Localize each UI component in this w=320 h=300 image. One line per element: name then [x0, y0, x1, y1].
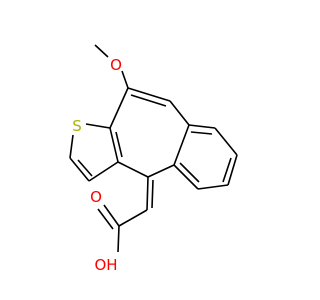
- bond-c2-c3-thiophene-double: [77, 159, 93, 177]
- methoxy-oxygen-label: O: [110, 56, 122, 74]
- bond-benzene-1-double: [190, 131, 213, 135]
- bond-c1-c2-double: [130, 94, 167, 107]
- bond-ch-carboxyl: [118, 209, 148, 227]
- bond-benzene-6: [173, 124, 190, 166]
- bond-lines: [69, 44, 238, 253]
- bond-c3a-c7a-double: [115, 131, 123, 158]
- bond-exocyclic-double: [146, 176, 149, 211]
- bond-carbonyl-double-inner: [97, 208, 114, 230]
- bond-c1-thiophene: [109, 87, 129, 129]
- molecule-structure: O S O OH: [69, 44, 238, 274]
- bond-c2-c3-thiophene: [69, 157, 90, 182]
- bond-thiophene-fused: [109, 127, 119, 163]
- bond-benzene-5-double: [179, 162, 200, 183]
- bond-methyl-o: [94, 44, 109, 58]
- bond-benzene-4: [197, 184, 229, 190]
- bond-thiophene-c-exo: [117, 161, 149, 178]
- bond-c3-c3a: [88, 161, 119, 182]
- bond-c-oh: [117, 225, 120, 253]
- thiophene-sulfur-label: S: [72, 117, 82, 135]
- bond-benzene-1: [188, 124, 216, 129]
- bond-c7a-s: [85, 123, 111, 129]
- bond-c-exo-benzene: [147, 164, 175, 178]
- bond-exocyclic-double-inner: [151, 179, 154, 209]
- bond-carbonyl-double: [103, 204, 120, 227]
- bond-benzene-2: [214, 127, 238, 156]
- bond-benzene-5: [173, 164, 199, 190]
- bond-s-c2: [69, 134, 74, 159]
- carbonyl-oxygen-label: O: [90, 188, 102, 206]
- bond-c2-c3: [169, 100, 190, 126]
- bond-benzene-3: [227, 154, 238, 186]
- atom-labels: O S O OH: [72, 56, 122, 274]
- bond-benzene-3-double: [222, 157, 232, 183]
- bond-c1-c2: [127, 87, 171, 102]
- bond-o-c1: [121, 70, 129, 89]
- hydroxyl-label: OH: [94, 256, 117, 274]
